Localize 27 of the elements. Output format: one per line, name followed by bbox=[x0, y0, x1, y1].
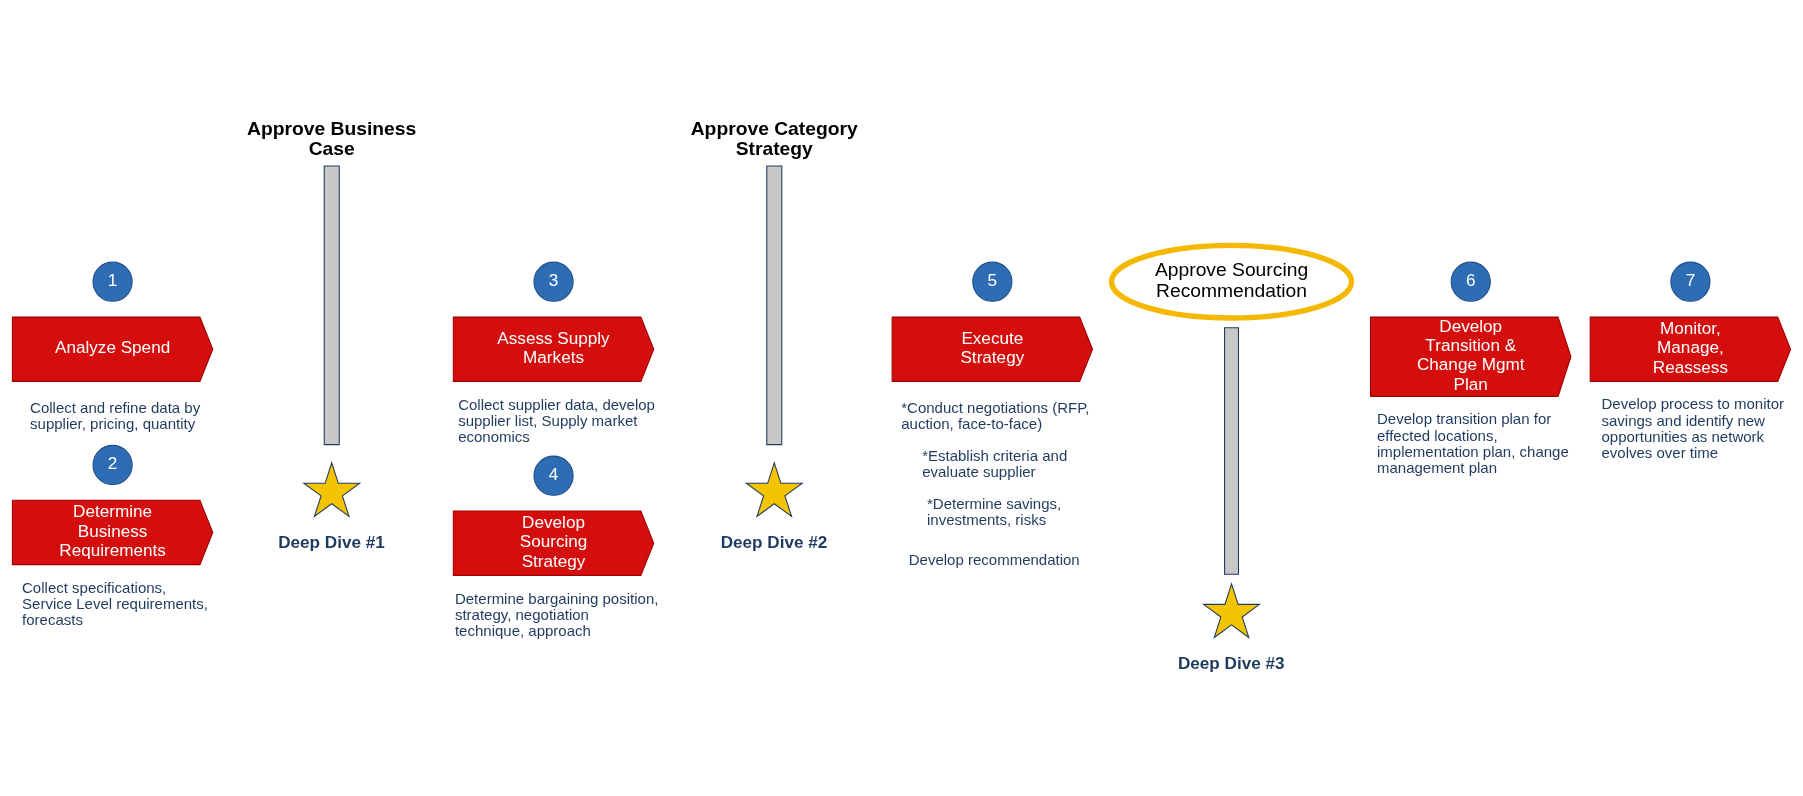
node-circle: 6 bbox=[1450, 261, 1491, 302]
node-circle: 7 bbox=[1670, 261, 1711, 302]
node-label: *Conduct negotiations (RFP, auction, face-to-face) bbox=[901, 398, 1090, 432]
node-circle: 5 bbox=[972, 261, 1013, 302]
node-circle: 4 bbox=[533, 455, 574, 496]
node-label: Collect supplier data, develop supplier list, Supply market economics bbox=[458, 396, 655, 446]
node-star bbox=[302, 461, 362, 518]
node-label: Determine bargaining position, strategy, negotiation technique, approach bbox=[454, 589, 659, 640]
node-star bbox=[744, 461, 804, 518]
node-label: Deep Dive #1 bbox=[278, 532, 385, 553]
node-label: Approve Business Case bbox=[247, 118, 417, 159]
node-circle: 1 bbox=[92, 261, 133, 302]
node-circle: 3 bbox=[533, 261, 574, 302]
node-ellipse: Approve Sourcing Recommendation bbox=[1108, 242, 1355, 321]
node-label: Deep Dive #3 bbox=[1177, 653, 1285, 674]
node-label: *Establish criteria and evaluate supplier bbox=[922, 446, 1068, 480]
node-star bbox=[1201, 582, 1262, 639]
node-label: Approve Category Strategy bbox=[690, 118, 858, 159]
node-label: Collect specifications, Service Level requirements, forecasts bbox=[22, 579, 208, 629]
node-label: *Determine savings, investments, risks bbox=[926, 495, 1062, 529]
node-label: Develop recommendation bbox=[908, 551, 1080, 569]
node-label: Collect and refine data by supplier, pricing, quantity bbox=[30, 398, 201, 432]
node-bar bbox=[1224, 327, 1240, 575]
node-label: Deep Dive #2 bbox=[720, 532, 828, 553]
node-circle: 2 bbox=[92, 444, 133, 486]
node-label: Develop transition plan for effected locations, implementation plan, change management plan bbox=[1376, 410, 1569, 476]
node-label: Develop process to monitor savings and identify new opportunities as network evolves over time bbox=[1601, 395, 1785, 461]
